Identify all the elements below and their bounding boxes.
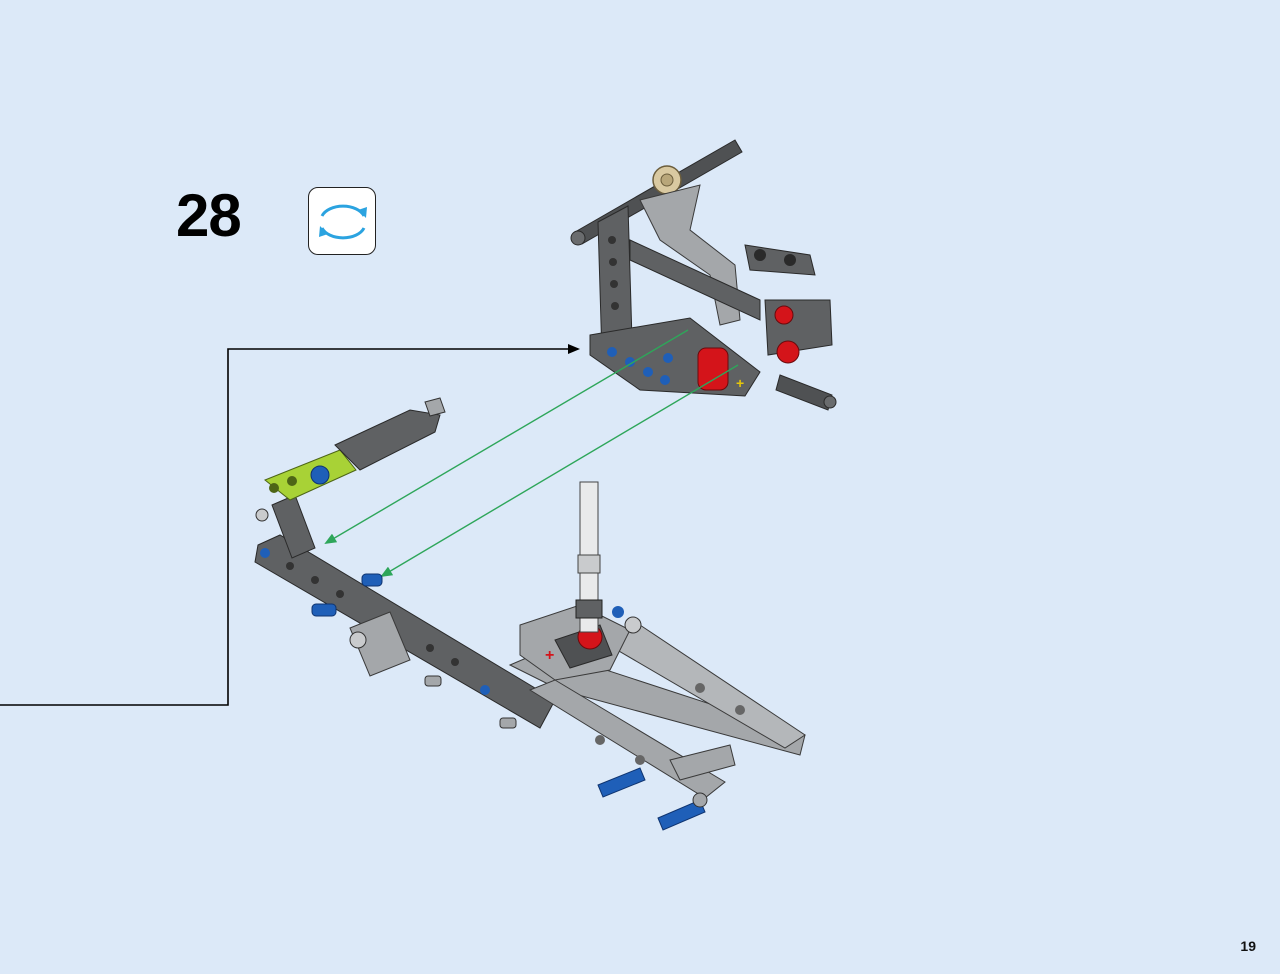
- guide-arrow: [324, 329, 689, 545]
- red-connector: [774, 305, 794, 325]
- blue-pin-hole: [660, 375, 670, 385]
- rotate-callout: [308, 187, 376, 255]
- red-connector: [776, 340, 800, 364]
- rotate-model-icon: [319, 204, 367, 240]
- main-model: +: [254, 397, 806, 831]
- sub-assembly: +: [570, 139, 837, 411]
- callout-line: [0, 344, 580, 706]
- red-connector: [697, 347, 729, 391]
- blue-pin: [311, 603, 337, 617]
- svg-text:+: +: [545, 647, 554, 664]
- svg-text:+: +: [736, 375, 744, 391]
- blue-pin: [597, 767, 646, 798]
- blue-pin: [657, 799, 706, 831]
- step-number: 28: [176, 182, 242, 249]
- blue-pin-hole: [643, 367, 653, 377]
- page-number: 19: [1240, 938, 1256, 954]
- blue-pin-hole: [607, 347, 617, 357]
- blue-pin-hole: [663, 353, 673, 363]
- guide-arrow: [380, 364, 739, 578]
- blue-pin: [361, 573, 383, 587]
- blue-pin: [310, 465, 330, 485]
- blue-pin-hole: [625, 357, 635, 367]
